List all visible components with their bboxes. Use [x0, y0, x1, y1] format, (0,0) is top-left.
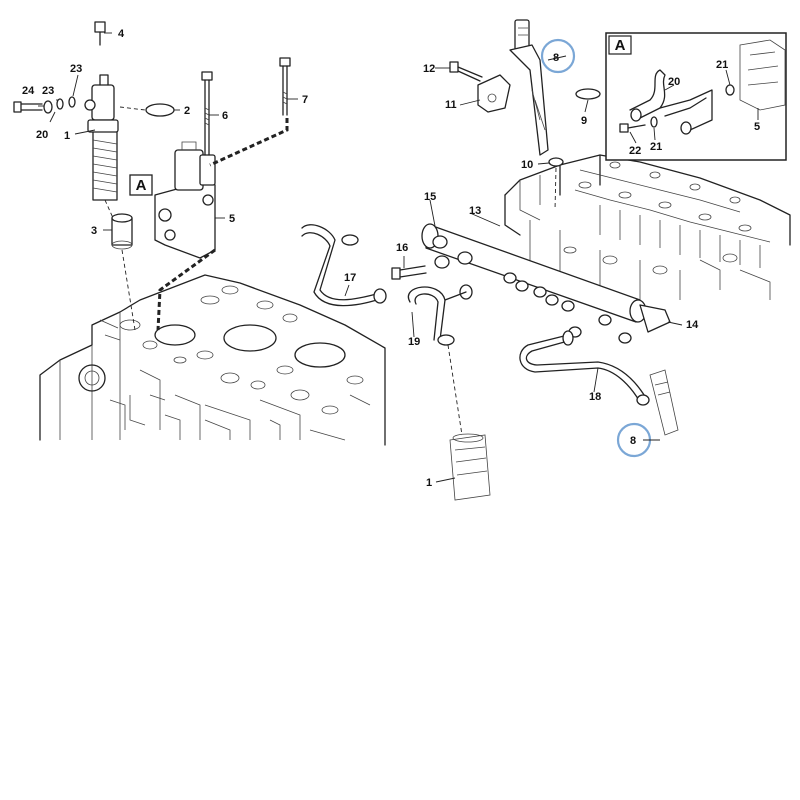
bolt-4 [94, 21, 106, 46]
pump-bracket-5 [154, 141, 216, 259]
callout-5-left: 5 [229, 213, 235, 225]
callout-15: 15 [424, 191, 436, 203]
callout-14: 14 [686, 319, 699, 331]
callout-3: 3 [91, 225, 97, 237]
pressure-sensor-14 [639, 304, 671, 333]
bolt-16 [391, 265, 427, 280]
injector-lower-right [649, 369, 679, 436]
pipe-nut-17b [373, 288, 387, 304]
callout-8-bottom: 8 [630, 435, 636, 447]
callout-21-inset-top: 21 [716, 59, 728, 71]
callout-24: 24 [22, 85, 35, 97]
fuel-rail-13 [421, 223, 671, 333]
callout-22: 22 [629, 145, 641, 157]
injection-pump-lower [449, 433, 491, 501]
detail-marker-label: A [136, 177, 147, 194]
pipe-nut-19b [437, 334, 455, 346]
callout-11: 11 [445, 99, 457, 111]
fuel-pipe-18 [519, 334, 641, 403]
washers-20-23 [43, 96, 76, 114]
highlight-circle-8-top [540, 38, 576, 74]
callout-6: 6 [222, 110, 228, 122]
callout-13: 13 [469, 205, 481, 217]
callout-18: 18 [589, 391, 601, 403]
fuel-pipe-17 [301, 224, 381, 301]
assembly-line-3 [121, 249, 136, 331]
callout-1-bottom: 1 [426, 477, 432, 489]
pipe-nut-17a [341, 234, 359, 246]
oring-2 [145, 103, 175, 117]
callout-19: 19 [408, 336, 420, 348]
callout-4: 4 [118, 28, 125, 40]
callout-17: 17 [344, 272, 356, 284]
callout-16: 16 [396, 242, 408, 254]
engine-block-right [504, 154, 791, 305]
oring-9 [575, 88, 601, 100]
engine-block-left [39, 274, 386, 446]
callout-2: 2 [184, 105, 190, 117]
callout-9: 9 [581, 115, 587, 127]
callout-1-left: 1 [64, 130, 70, 142]
clamp-11 [477, 74, 511, 113]
callout-10: 10 [521, 159, 533, 171]
detail-inset-a: A [605, 32, 787, 161]
assembly-line-2 [119, 106, 146, 111]
callout-23-left-low: 23 [42, 85, 54, 97]
callout-23-left: 23 [70, 63, 82, 75]
assembly-line-1b [447, 344, 463, 436]
injection-pump-left [84, 74, 119, 201]
callout-8-top: 8 [553, 52, 559, 64]
detail-marker-a: A [129, 174, 153, 196]
callout-20-inset: 20 [668, 76, 680, 88]
assembly-line-5 [156, 248, 216, 331]
callout-20-left: 20 [36, 129, 48, 141]
injector-8 [509, 19, 549, 156]
washer-10 [548, 157, 564, 167]
callout-5-inset: 5 [754, 121, 760, 133]
callout-labels: 4 2 6 7 1 3 5 24 23 23 20 12 11 8 9 10 1… [22, 28, 760, 489]
bolt-12 [449, 61, 483, 82]
tappet-3 [111, 213, 133, 250]
assembly-line-1 [104, 199, 114, 219]
assembly-line-10 [554, 167, 557, 211]
inset-title: A [615, 37, 626, 54]
assembly-line-7 [209, 118, 289, 167]
leader-lines [38, 32, 759, 483]
callout-12: 12 [423, 63, 435, 75]
bolt-6 [201, 71, 213, 156]
callout-21-inset-bottom: 21 [650, 141, 662, 153]
bolt-7 [279, 57, 291, 116]
callout-7: 7 [302, 94, 308, 106]
bolt-24 [13, 101, 43, 113]
